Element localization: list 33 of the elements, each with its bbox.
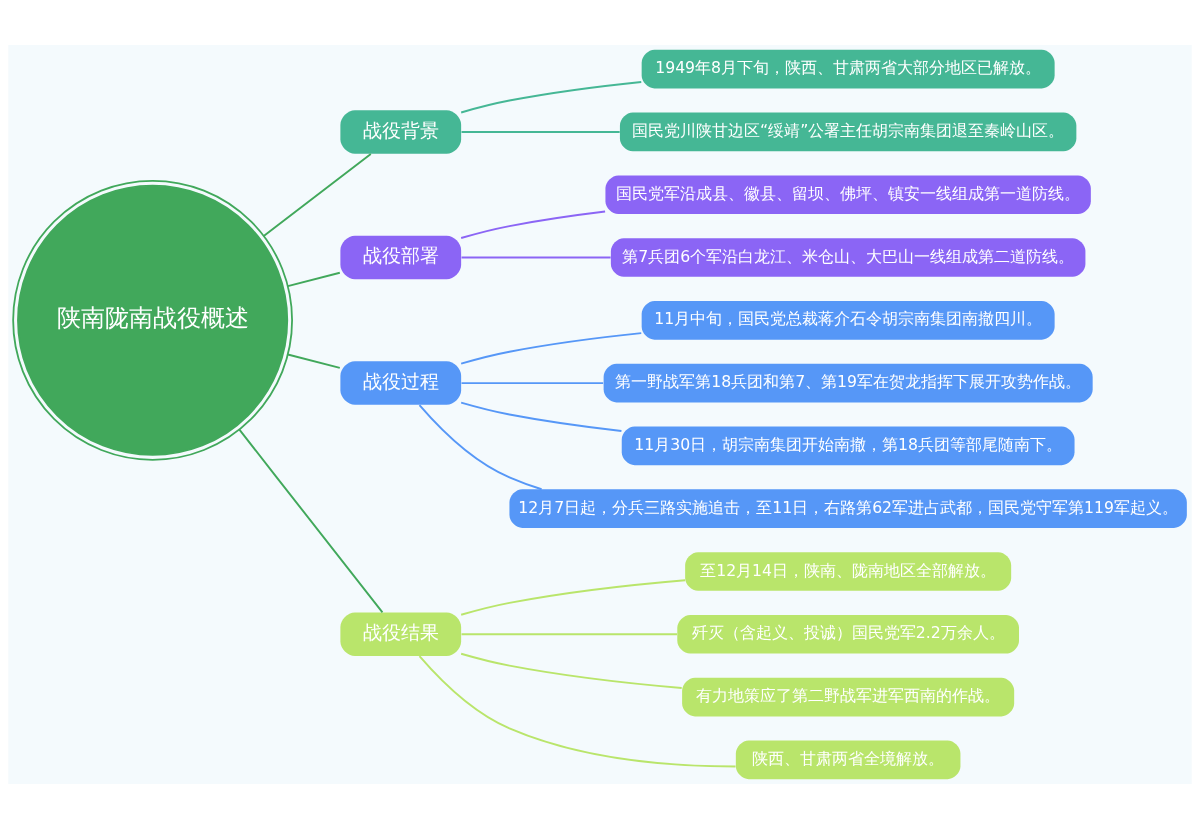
- connector: [460, 401, 623, 432]
- node-box: 至12月14日，陕南、陇南地区全部解放。: [685, 552, 1012, 591]
- node-box: 战役过程: [340, 361, 462, 405]
- node-box: 战役结果: [340, 612, 462, 656]
- node-box: 有力地策应了第二野战军进军西南的作战。: [682, 677, 1015, 717]
- connector: [460, 130, 621, 133]
- node-box: 国民党军沿成县、徽县、留坝、佛坪、镇安一线组成第一道防线。: [605, 175, 1091, 215]
- connector: [460, 81, 643, 114]
- connector: [460, 382, 605, 385]
- node-box: 战役部署: [340, 235, 462, 280]
- node-box: 11月中旬，国民党总裁蒋介石令胡宗南集团南撤四川。: [641, 301, 1055, 340]
- connector: [460, 332, 643, 365]
- connector: [418, 655, 737, 768]
- connector: [460, 256, 612, 259]
- connector: [238, 428, 384, 614]
- node-box: 战役背景: [340, 110, 462, 154]
- node-box: 第一野战军第18兵团和第7、第19军在贺龙指挥下展开攻势作战。: [603, 363, 1093, 403]
- node-box: 1949年8月下旬，陕西、甘肃两省大部分地区已解放。: [641, 49, 1055, 89]
- node-box: 陕西、甘肃两省全境解放。: [735, 740, 961, 780]
- connector: [418, 404, 543, 491]
- connector: [286, 271, 341, 288]
- node-box: 第7兵团6个军沿白龙江、米仓山、大巴山一线组成第二道防线。: [610, 238, 1086, 277]
- node-circle: 陕南陇南战役概述: [12, 179, 293, 461]
- node-box: 11月30日，胡宗南集团开始南撤，第18兵团等部尾随南下。: [621, 426, 1075, 466]
- connector: [460, 652, 683, 689]
- node-box: 歼灭（含起义、投诚）国民党军2.2万余人。: [677, 614, 1019, 654]
- node-box: 国民党川陕甘边区“绥靖”公署主任胡宗南集团退至秦岭山区。: [619, 112, 1077, 152]
- connector: [460, 633, 678, 636]
- connector: [286, 353, 341, 369]
- connector: [460, 579, 687, 616]
- connector: [460, 210, 607, 239]
- connector: [262, 153, 372, 237]
- node-box: 12月7日起，分兵三路实施追击，至11日，右路第62军进占武都，国民党守军第119军起义。: [509, 489, 1187, 528]
